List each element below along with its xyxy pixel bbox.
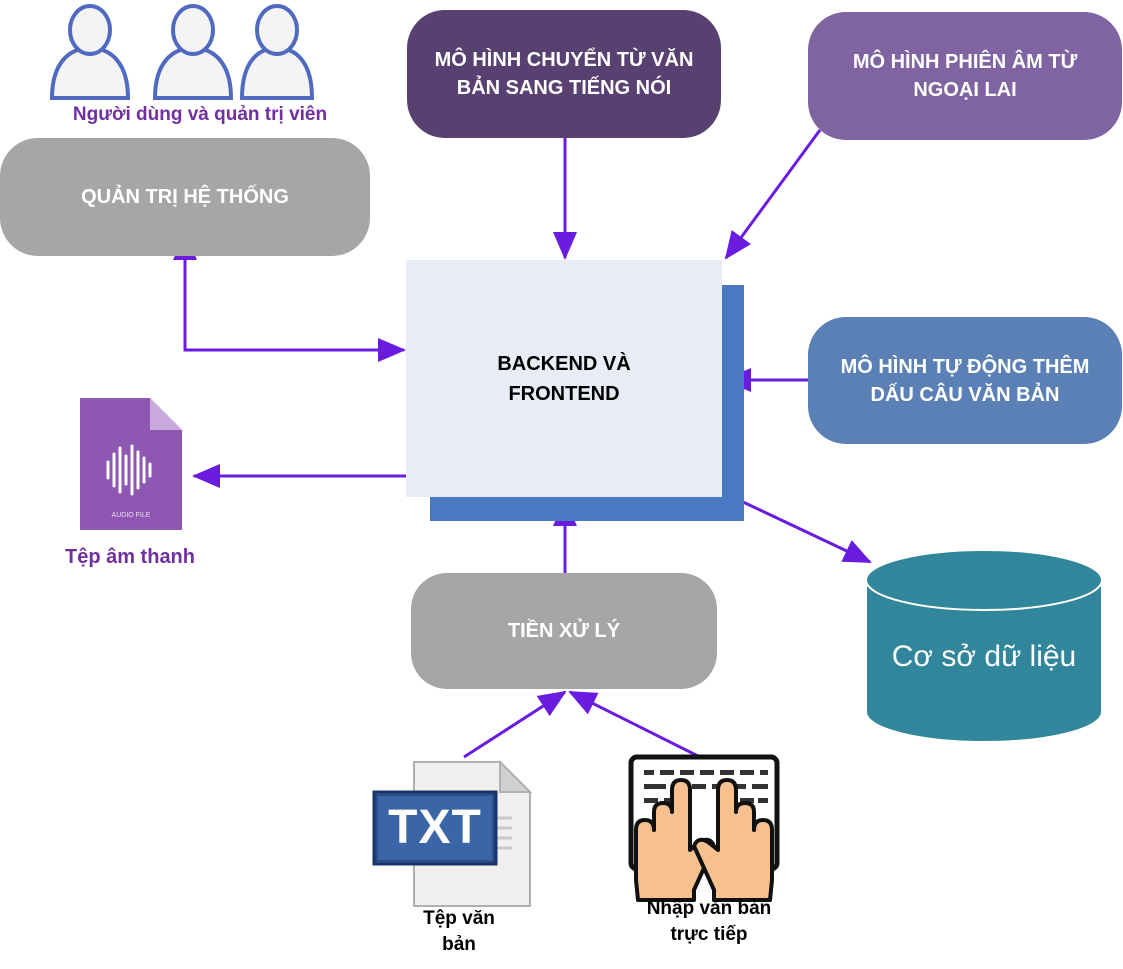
- user-icon: [49, 4, 131, 100]
- loanword-model-box: MÔ HÌNH PHIÊN ÂM TỪ NGOẠI LAI: [808, 12, 1122, 140]
- user-icon: [239, 4, 315, 100]
- text-file-icon-text: TXT: [388, 801, 482, 854]
- core-box: BACKEND VÀ FRONTEND: [406, 260, 722, 497]
- admin-label: QUẢN TRỊ HỆ THỐNG: [81, 185, 289, 208]
- preprocess-box: TIỀN XỬ LÝ: [411, 573, 717, 689]
- arrow-core-database: [700, 481, 872, 564]
- preprocess-label: TIỀN XỬ LÝ: [507, 619, 621, 642]
- audio-file-label: Tệp âm thanh: [64, 546, 195, 568]
- keyboard-input-label: Nhập văn bản trực tiếp: [646, 898, 772, 945]
- arrow-keyboard-to-preprocess: [568, 690, 701, 759]
- punctuation-model-box: MÔ HÌNH TỰ ĐỘNG THÊM DẤU CÂU VĂN BẢN: [808, 317, 1122, 444]
- text-file-label: Tệp văn bản: [423, 908, 495, 955]
- user-icon: [152, 4, 234, 100]
- database-label: Cơ sở dữ liệu: [891, 640, 1077, 673]
- arrow-loanword-to-core: [724, 129, 822, 260]
- punctuation-model-label: MÔ HÌNH TỰ ĐỘNG THÊM DẤU CÂU VĂN BẢN: [840, 355, 1090, 406]
- tts-model-label: MÔ HÌNH CHUYỂN TỪ VĂN BẢN SANG TIẾNG NÓI: [434, 49, 694, 99]
- core-label: BACKEND VÀ FRONTEND: [497, 352, 631, 405]
- loanword-model-label: MÔ HÌNH PHIÊN ÂM TỪ NGOẠI LAI: [852, 51, 1078, 101]
- arrow-textfile-to-preprocess: [463, 690, 567, 759]
- audio-file-icon-text: AUDIO FILE: [111, 512, 151, 519]
- users-label: Người dùng và quản trị viên: [72, 104, 328, 125]
- arrow-admin-core: [173, 232, 406, 362]
- tts-model-box: MÔ HÌNH CHUYỂN TỪ VĂN BẢN SANG TIẾNG NÓI: [407, 10, 721, 138]
- users-icon: [49, 4, 315, 100]
- admin-box: QUẢN TRỊ HỆ THỐNG: [0, 138, 370, 256]
